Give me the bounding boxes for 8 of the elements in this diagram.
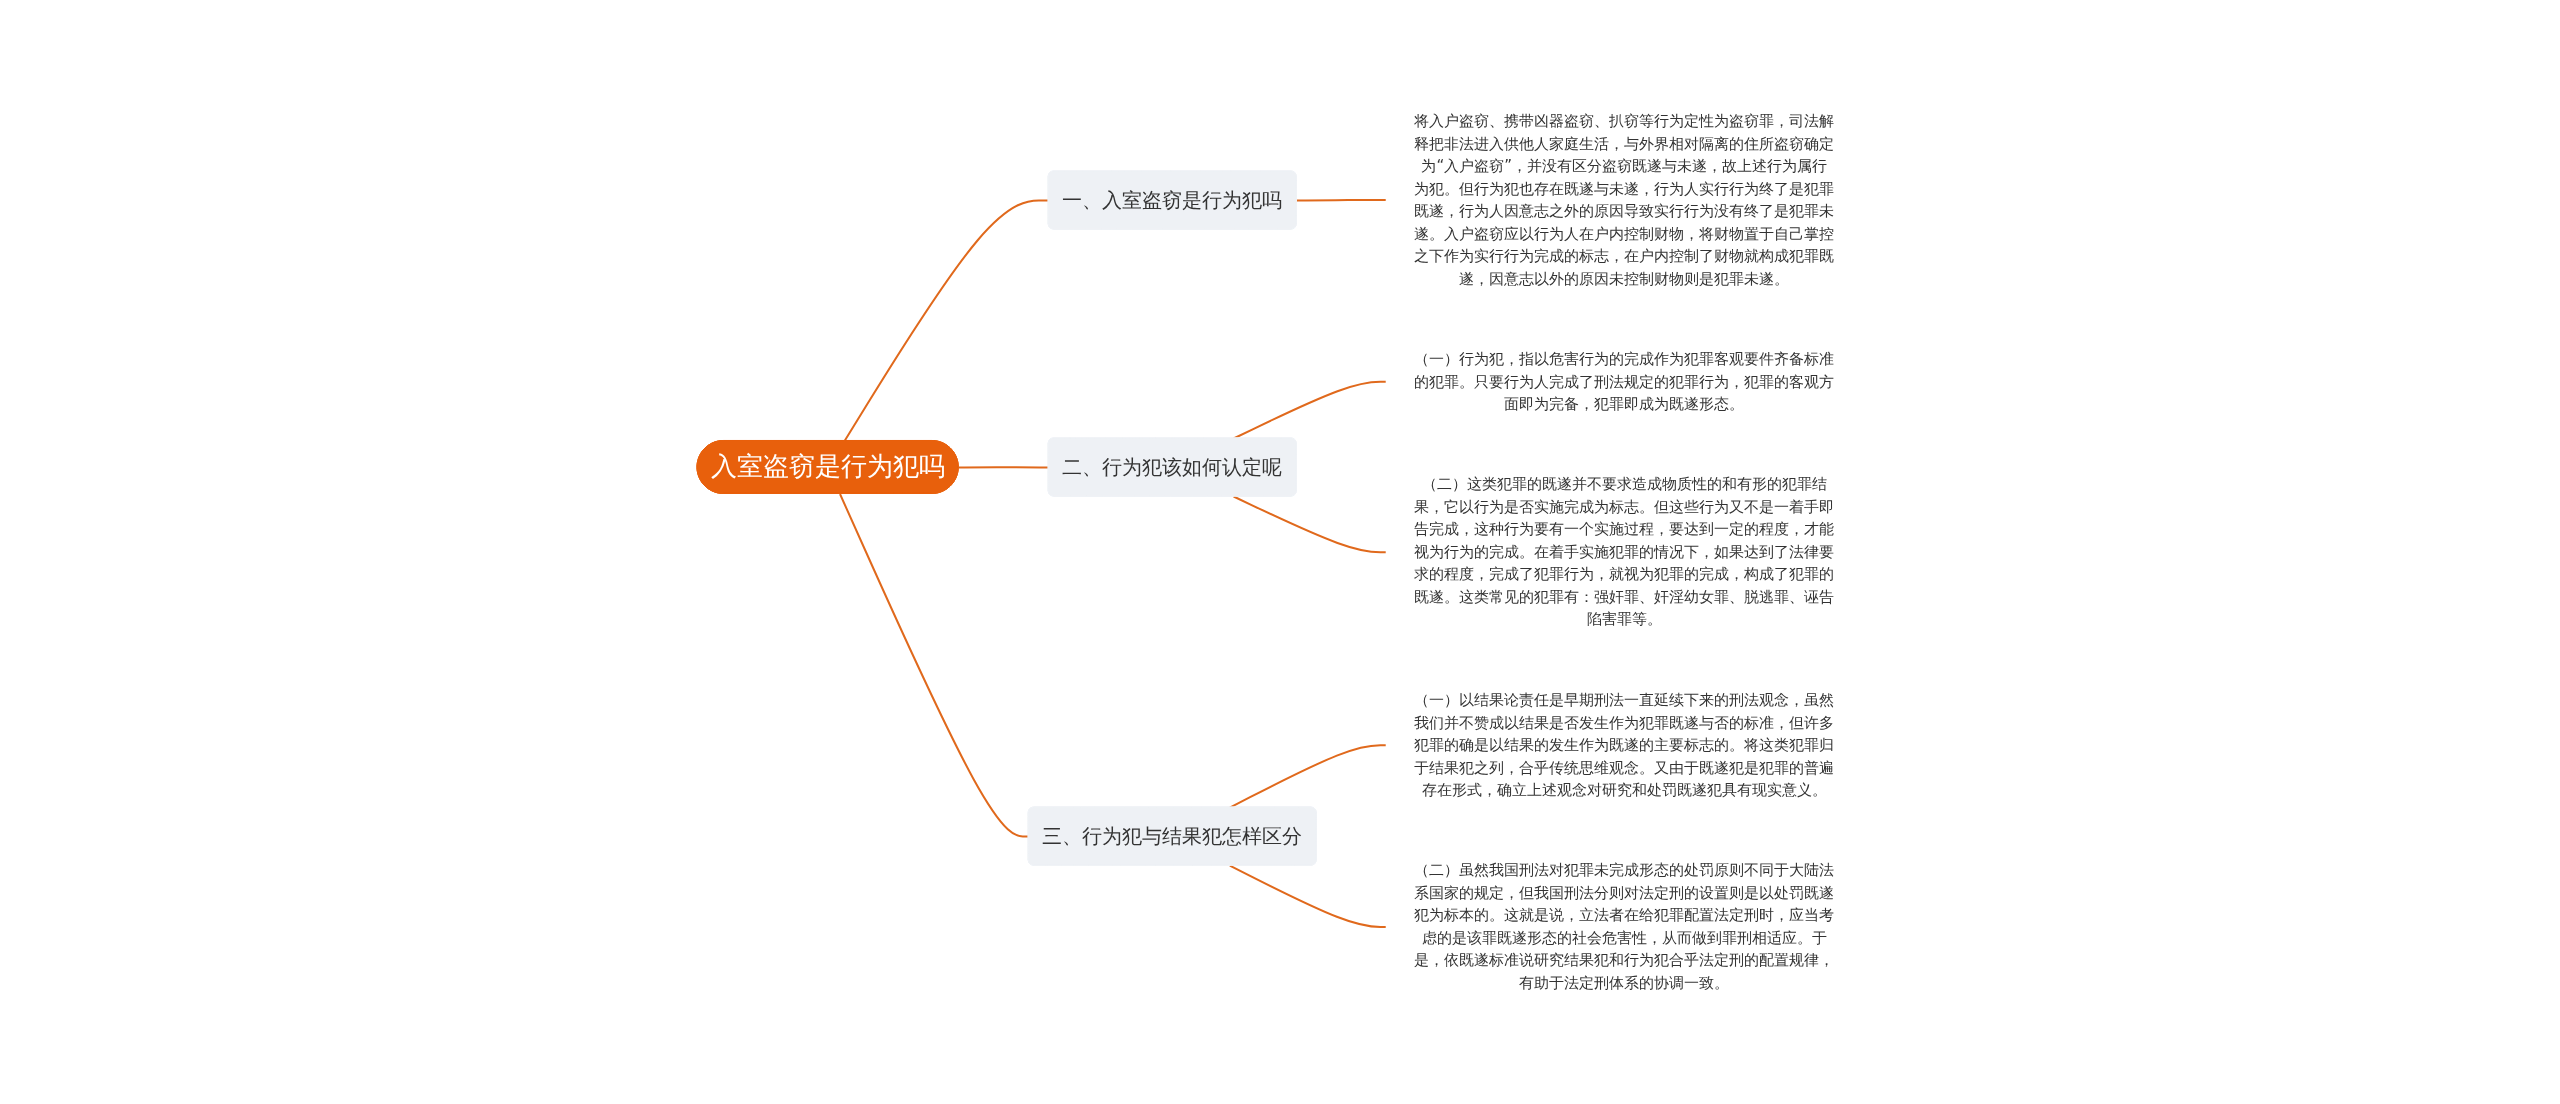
node-text: （一）行为犯，指以危害行为的完成作为犯罪客观要件齐备标准的犯罪。只要行为人完成了刑法规定的犯罪行为，犯罪的客观方面即为完备，犯罪即成为既遂形态。: [1414, 349, 1835, 413]
node-text: （二）虽然我国刑法对犯罪未完成形态的处罚原则不同于大陆法系国家的规定，但我国刑法分则对法定刑的设置则是以处罚既遂犯为标本的。这就是说，立法者在给犯罪配置法定刑时，应当考虑的是该罪既遂形态的社会危害性，从而做到罪刑相适应。于是，依既遂标准说研究结果犯和行为犯合乎法定刑的配置规律，有助于法定刑体系的协调一致。: [1414, 861, 1835, 992]
node-text: （二）这类犯罪的既遂并不要求造成物质性的和有形的犯罪结果，它以行为是否实施完成为标志。但这些行为又不是一着手即告完成，这种行为要有一个实施过程，要达到一定的程度，才能视为行为的完成。在着手实施犯罪的情况下，如果达到了法律要求的程度，完成了犯罪行为，就视为犯罪的完成，构成了犯罪的既遂。这类常见的犯罪有：强奸罪、奸淫幼女罪、脱逃罪、诬告陷害罪等。: [1414, 475, 1835, 629]
connector: [1233, 495, 1388, 553]
connector: [1229, 864, 1388, 928]
node-text: 将入户盗窃、携带凶器盗窃、扒窃等行为定性为盗窃罪，司法解释把非法进入供他人家庭生活，与外界相对隔离的住所盗窃确定为“入户盗窃”，并没有区分盗窃既遂与未遂，故上述行为属行为犯。但行为犯也存在既遂与未遂，行为人实行行为终了是犯罪既遂，行为人因意志之外的原因导致实行行为没有终了是犯罪未遂。入户盗窃应以行为人在户内控制财物，将财物置于自己掌控之下作为实行行为完成的标志，在户内控制了财物就构成犯罪既遂，因意志以外的原因未控制财物则是犯罪未遂。: [1414, 111, 1835, 288]
connector: [1296, 198, 1388, 202]
node-text: （一）以结果论责任是早期刑法一直延续下来的刑法观念，虽然我们并不赞成以结果是否发生作为犯罪既遂与否的标准，但许多犯罪的确是以结果的发生作为既遂的主要标志的。将这类犯罪归于结果犯之列，合乎传统思维观念。又由于既遂犯是犯罪的普遍存在形式，确立上述观念对研究和处罚既遂犯具有现实意义。: [1414, 690, 1835, 799]
